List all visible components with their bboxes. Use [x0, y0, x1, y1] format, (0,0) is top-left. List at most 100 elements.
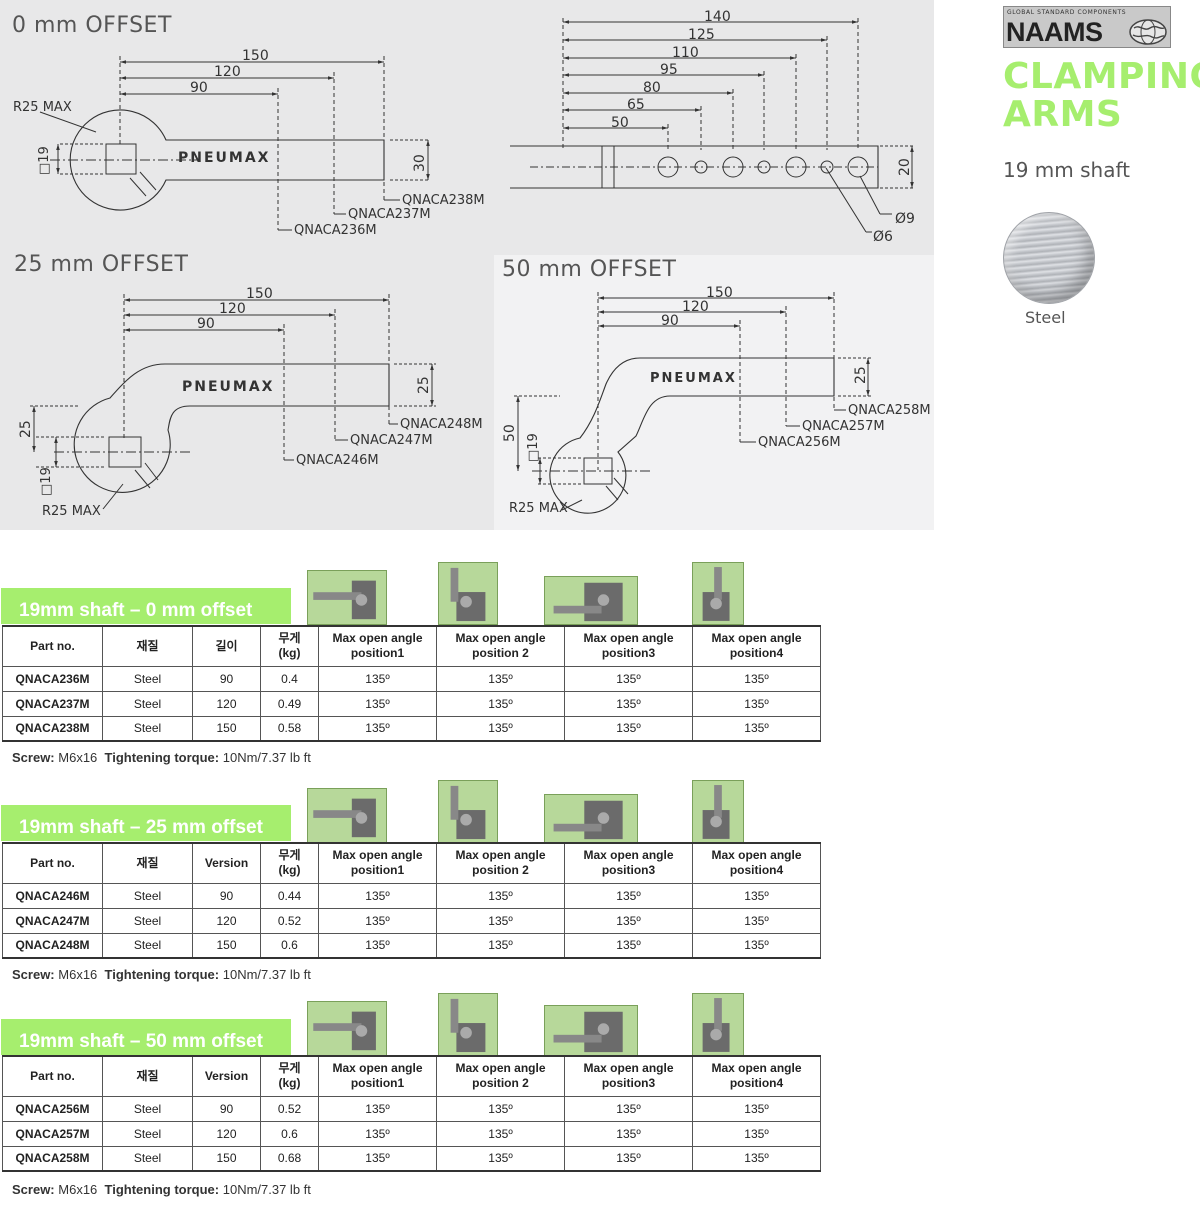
cell-angle3: 135º — [564, 932, 693, 959]
cell-part: QNACA247M — [2, 907, 103, 934]
cell-part: QNACA237M — [2, 690, 103, 717]
brand-title: CLAMPING ARMS — [1003, 58, 1200, 134]
screw-label: Screw: — [12, 750, 55, 765]
cell-version: 120 — [192, 907, 261, 934]
holes-dim-50: 50 — [611, 115, 629, 131]
cell-angle3: 135º — [564, 1095, 693, 1122]
col-angle-pos2: Max open angle position 2 — [436, 842, 565, 884]
position4-photo — [692, 780, 744, 843]
col-version: Version — [192, 842, 261, 884]
cell-angle4: 135º — [692, 690, 821, 717]
offset0-view: 0 mm OFFSET 150 120 90 □19 R25 MAX PNEUM… — [12, 13, 485, 238]
cell-angle3: 135º — [564, 1145, 693, 1172]
cell-angle2: 135º — [436, 715, 565, 742]
col-length: 길이 — [192, 625, 261, 667]
cell-weight: 0.6 — [260, 932, 319, 959]
table-row: QNACA257M Steel 120 0.6 135º 135º 135º 1… — [2, 1120, 821, 1147]
cell-version: 90 — [192, 1095, 261, 1122]
offset0-heading: 0 mm OFFSET — [12, 13, 172, 38]
offset0-r-label: R25 MAX — [13, 100, 72, 115]
col-part-no: Part no. — [2, 625, 103, 667]
table-row: QNACA248M Steel 150 0.6 135º 135º 135º 1… — [2, 932, 821, 959]
offset25-view: 25 mm OFFSET 150 120 90 □19 25 R25 MAX P… — [14, 252, 483, 519]
cell-weight: 0.52 — [260, 907, 319, 934]
brand-panel: GLOBAL STANDARD COMPONENTS NAAMS CLAMPIN… — [1003, 6, 1200, 346]
cell-weight: 0.52 — [260, 1095, 319, 1122]
cell-weight: 0.6 — [260, 1120, 319, 1147]
spec-table-0mm: Part no. 재질 길이 무게 (kg) Max open angle po… — [2, 625, 821, 742]
cell-angle1: 135º — [318, 907, 437, 934]
position1-photo — [307, 570, 387, 625]
cell-material: Steel — [102, 907, 193, 934]
offset25-dim-150: 150 — [246, 286, 273, 302]
position3-photo — [544, 1005, 638, 1056]
cell-length: 120 — [192, 690, 261, 717]
cell-angle3: 135º — [564, 715, 693, 742]
torque-label: Tightening torque: — [104, 750, 220, 765]
offset0-part-238: QNACA238M — [402, 193, 485, 208]
col-angle-pos2: Max open angle position 2 — [436, 625, 565, 667]
holes-height: 20 — [897, 158, 913, 176]
offset50-height: 25 — [853, 366, 869, 384]
cell-angle3: 135º — [564, 882, 693, 909]
table-header-row: Part no. 재질 Version 무게 (kg) Max open ang… — [2, 1055, 821, 1097]
banner-0mm: 19mm shaft – 0 mm offset — [1, 588, 291, 624]
screw-value: M6x16 — [58, 1182, 98, 1197]
offset25-brand-mark: PNEUMAX — [182, 379, 274, 395]
cell-angle2: 135º — [436, 665, 565, 692]
drawing-svg: 0 mm OFFSET 150 120 90 □19 R25 MAX PNEUM… — [12, 9, 934, 530]
screw-note-25mm: Screw: M6x16 Tightening torque: 10Nm/7.3… — [12, 967, 311, 982]
cell-part: QNACA238M — [2, 715, 103, 742]
logo-tagline: GLOBAL STANDARD COMPONENTS — [1007, 9, 1127, 16]
offset0-part-237: QNACA237M — [348, 207, 431, 222]
banner-50mm: 19mm shaft – 50 mm offset — [1, 1019, 291, 1055]
col-angle-pos1: Max open angle position1 — [318, 625, 437, 667]
table-row: QNACA258M Steel 150 0.68 135º 135º 135º … — [2, 1145, 821, 1172]
spec-table-50mm: Part no. 재질 Version 무게 (kg) Max open ang… — [2, 1055, 821, 1172]
col-material: 재질 — [102, 1055, 193, 1097]
table-row: QNACA238M Steel 150 0.58 135º 135º 135º … — [2, 715, 821, 742]
logo-wordmark: NAAMS — [1006, 17, 1103, 47]
col-angle-pos4: Max open angle position4 — [692, 842, 821, 884]
table-row: QNACA236M Steel 90 0.4 135º 135º 135º 13… — [2, 665, 821, 692]
table-row: QNACA237M Steel 120 0.49 135º 135º 135º … — [2, 690, 821, 717]
offset0-dim-90: 90 — [190, 80, 208, 96]
position2-photo — [438, 780, 498, 843]
cell-angle4: 135º — [692, 907, 821, 934]
cell-angle1: 135º — [318, 932, 437, 959]
offset50-r-label: R25 MAX — [509, 501, 568, 516]
cell-version: 120 — [192, 1120, 261, 1147]
cell-length: 150 — [192, 715, 261, 742]
holes-dim-125: 125 — [688, 27, 715, 43]
cell-angle1: 135º — [318, 1145, 437, 1172]
col-part-no: Part no. — [2, 1055, 103, 1097]
torque-value: 10Nm/7.37 lb ft — [222, 1182, 311, 1197]
col-weight: 무게 (kg) — [260, 625, 319, 667]
screw-label: Screw: — [12, 1182, 55, 1197]
cell-angle2: 135º — [436, 690, 565, 717]
cell-angle4: 135º — [692, 1095, 821, 1122]
cell-angle2: 135º — [436, 1120, 565, 1147]
screw-value: M6x16 — [58, 967, 98, 982]
offset25-part-248: QNACA248M — [400, 417, 483, 432]
globe-icon — [1129, 19, 1167, 45]
offset25-part-246: QNACA246M — [296, 453, 379, 468]
shaft-size: 19 mm shaft — [1003, 158, 1131, 182]
holes-d9: Ø9 — [895, 211, 915, 227]
cell-weight: 0.49 — [260, 690, 319, 717]
cell-material: Steel — [102, 690, 193, 717]
position1-photo — [307, 1001, 387, 1056]
cell-angle3: 135º — [564, 907, 693, 934]
cell-angle1: 135º — [318, 882, 437, 909]
offset50-dim-90: 90 — [661, 313, 679, 329]
cell-part: QNACA257M — [2, 1120, 103, 1147]
cell-material: Steel — [102, 932, 193, 959]
holes-dim-140: 140 — [704, 9, 731, 25]
cell-angle4: 135º — [692, 1145, 821, 1172]
offset25-square: □19 — [39, 467, 54, 496]
cell-angle4: 135º — [692, 715, 821, 742]
cell-part: QNACA236M — [2, 665, 103, 692]
col-angle-pos3: Max open angle position3 — [564, 625, 693, 667]
table-row: QNACA256M Steel 90 0.52 135º 135º 135º 1… — [2, 1095, 821, 1122]
cell-angle1: 135º — [318, 1120, 437, 1147]
